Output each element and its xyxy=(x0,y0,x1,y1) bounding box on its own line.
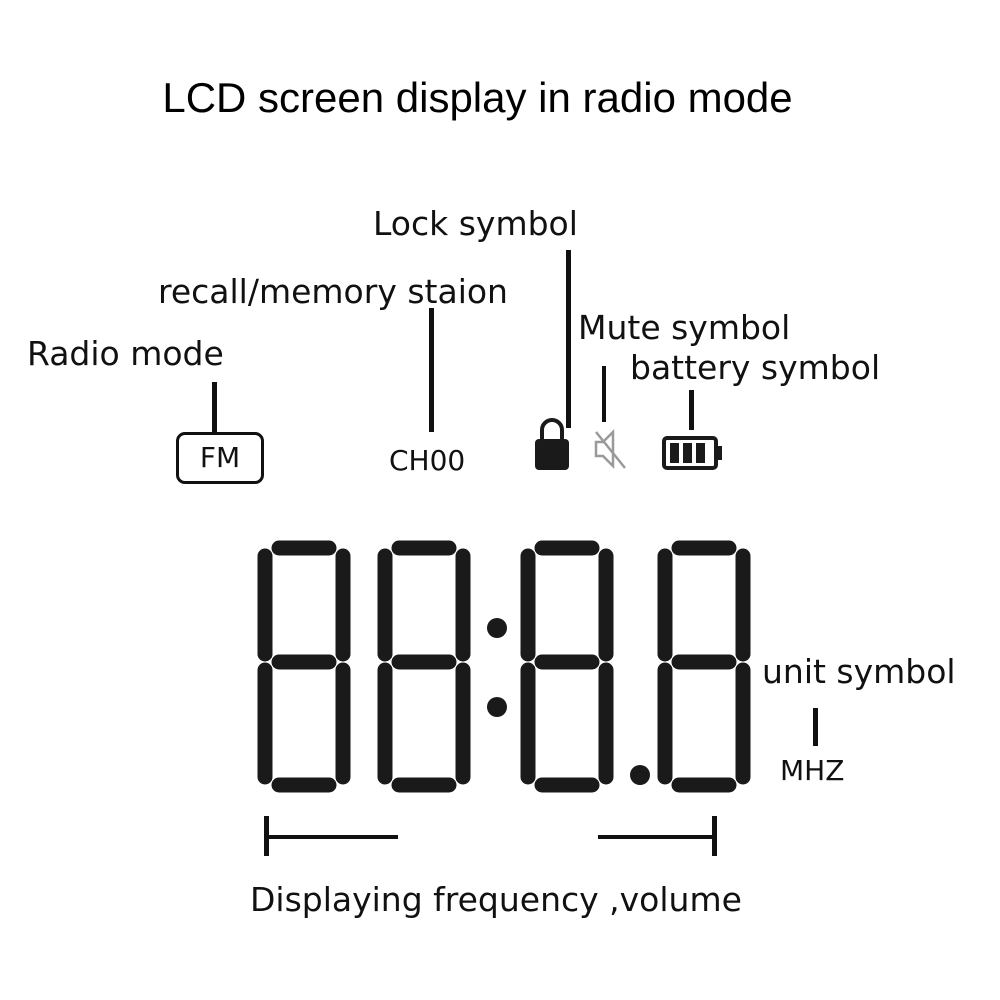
battery-symbol-label: battery symbol xyxy=(630,348,881,387)
radio-mode-pointer-line xyxy=(212,382,217,432)
lock-pointer-line xyxy=(566,250,571,428)
decimal-point xyxy=(630,765,650,785)
span-right-tick xyxy=(712,816,717,856)
unit-indicator: MHZ xyxy=(780,754,845,787)
radio-mode-label: Radio mode xyxy=(27,334,224,373)
page-title: LCD screen display in radio mode xyxy=(162,74,793,121)
unit-symbol-label: unit symbol xyxy=(762,652,956,691)
mute-pointer-line xyxy=(602,366,606,422)
colon-lower-dot xyxy=(487,697,507,717)
mute-speaker-icon xyxy=(594,428,626,470)
channel-indicator: CH00 xyxy=(389,444,466,477)
mute-symbol-label: Mute symbol xyxy=(578,308,791,347)
frequency-volume-label: Displaying frequency ,volume xyxy=(250,880,742,919)
colon-upper-dot xyxy=(487,618,507,638)
battery-icon xyxy=(662,436,722,470)
lock-symbol-label: Lock symbol xyxy=(373,204,578,243)
recall-pointer-line xyxy=(429,308,434,432)
span-right-line xyxy=(598,835,716,839)
radio-mode-indicator: FM xyxy=(176,432,264,484)
span-left-line xyxy=(264,835,398,839)
battery-pointer-line xyxy=(689,390,694,430)
unit-pointer-line xyxy=(813,708,818,746)
lock-icon xyxy=(535,418,569,470)
recall-memory-label: recall/memory staion xyxy=(158,272,508,311)
